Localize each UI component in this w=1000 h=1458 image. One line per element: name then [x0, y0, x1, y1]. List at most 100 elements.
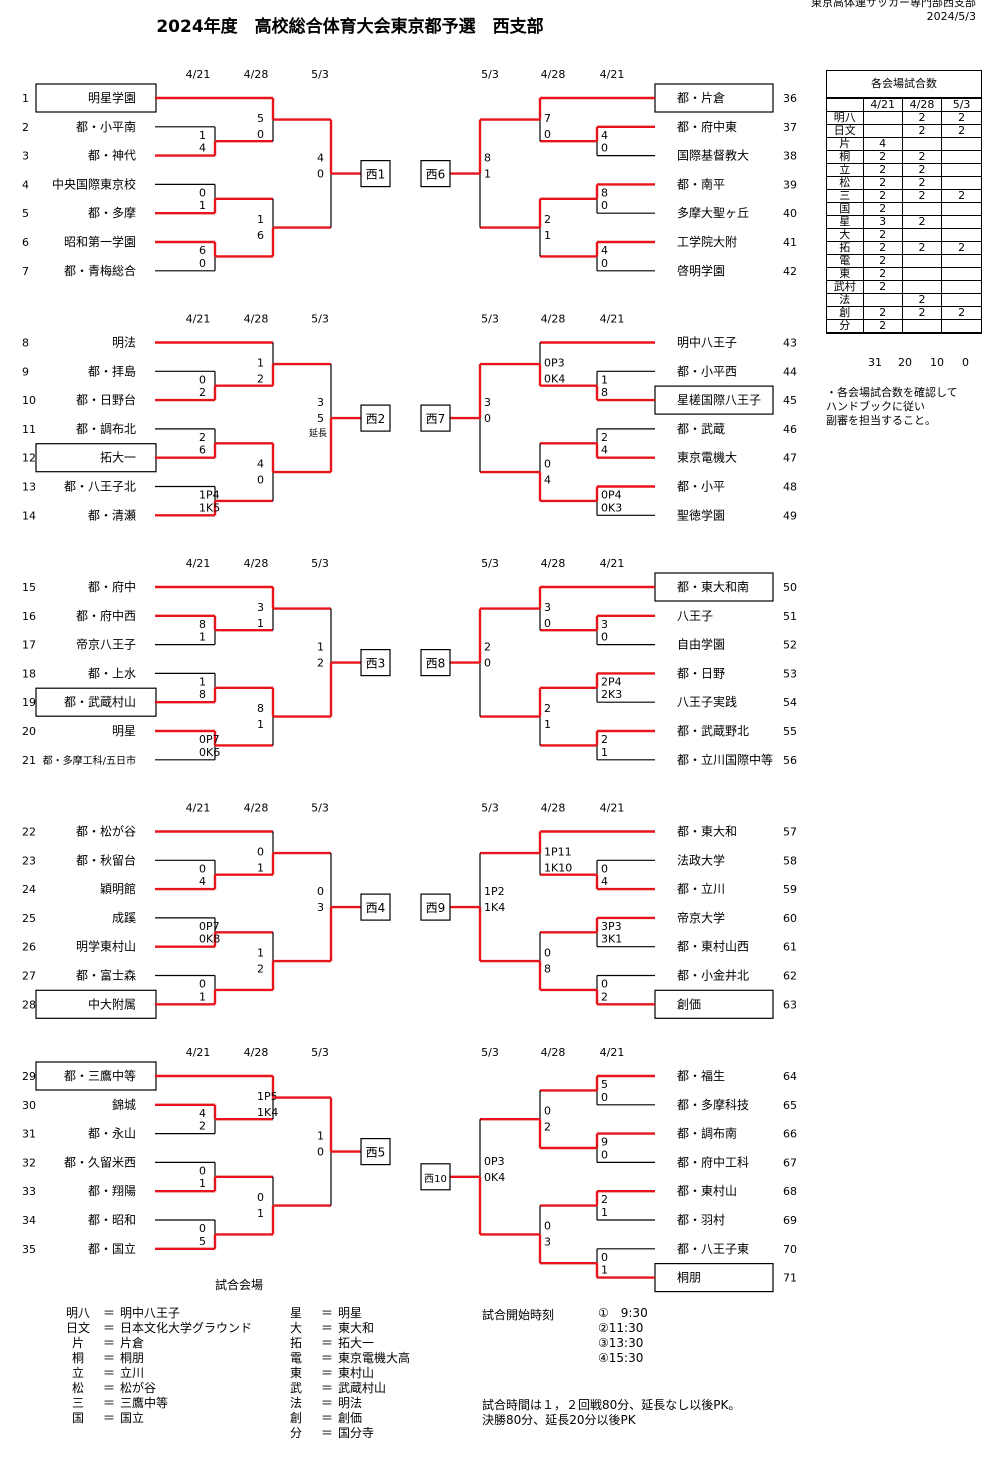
- round-date: 4/28: [541, 1046, 566, 1059]
- table-venue-cell: 明八: [827, 111, 864, 125]
- table-venue-cell: 桐: [827, 150, 864, 164]
- team-number: 10: [22, 394, 36, 407]
- score: 4: [317, 152, 324, 165]
- table-total: 10: [930, 356, 944, 369]
- score: 1: [199, 631, 206, 644]
- score: 1P4: [199, 489, 220, 502]
- table-venue-cell: 法: [827, 293, 864, 307]
- team-name: 都・拝島: [88, 363, 136, 378]
- score: 1: [199, 199, 206, 212]
- venue-equals: ＝: [320, 1396, 333, 1410]
- team-number: 26: [22, 941, 36, 954]
- venue-equals: ＝: [320, 1411, 333, 1425]
- venue-equals: ＝: [320, 1366, 333, 1380]
- score: 0: [601, 631, 608, 644]
- table-count-cell: 2: [862, 228, 903, 242]
- score: 5: [257, 112, 264, 125]
- venue-equals: ＝: [102, 1321, 115, 1335]
- team-name: 東京電機大: [677, 450, 737, 465]
- score: 0: [199, 1164, 206, 1177]
- table-count-cell: 2: [901, 189, 943, 203]
- block-box: [420, 893, 451, 921]
- venue-abbr: 明八: [65, 1306, 90, 1320]
- team-name: 国際基督教大: [677, 148, 749, 163]
- team-name: 多摩大聖ヶ丘: [677, 205, 749, 220]
- score: 2: [257, 962, 264, 975]
- team-number: 57: [783, 826, 797, 839]
- score: 0: [257, 846, 264, 859]
- score: 3: [544, 601, 551, 614]
- table-count-cell: 2: [901, 241, 943, 255]
- team-number: 9: [22, 365, 29, 378]
- venue-name: 明星: [338, 1306, 363, 1320]
- score: 0: [601, 862, 608, 875]
- note-line: 副審を担当すること。: [826, 414, 936, 427]
- venue-abbr: 拓: [289, 1336, 302, 1350]
- team-name: 工学院大附: [677, 234, 737, 249]
- team-number: 36: [783, 92, 797, 105]
- table-count-cell: 2: [901, 111, 943, 125]
- venue-name: 東大和: [338, 1321, 375, 1335]
- score: 4: [544, 473, 551, 486]
- score: 8: [257, 702, 264, 715]
- team-number: 58: [783, 854, 797, 867]
- team-number: 70: [783, 1243, 797, 1256]
- score: 0: [601, 1091, 608, 1104]
- score: 6: [199, 244, 206, 257]
- score: 3: [601, 618, 608, 631]
- venue-abbr: 電: [289, 1351, 302, 1365]
- score: 4: [199, 142, 206, 155]
- table-count-cell: 2: [941, 241, 981, 255]
- start-times-list: ① 9:30 ②11:30 ③13:30 ④15:30: [598, 1306, 648, 1366]
- team-name: 明法: [112, 336, 136, 350]
- team-number: 63: [783, 998, 797, 1011]
- team-name: 都・立川: [677, 881, 725, 896]
- team-name: 都・松が谷: [76, 824, 136, 839]
- round-date: 5/3: [481, 1046, 499, 1059]
- table-count-cell: [901, 319, 943, 333]
- team-name: 八王子: [677, 609, 713, 623]
- score: 0: [199, 1222, 206, 1235]
- table-count-cell: 4: [862, 137, 903, 151]
- venue-equals: ＝: [102, 1396, 115, 1410]
- team-number: 44: [783, 365, 797, 378]
- venue-legend-row: 創＝創価: [276, 1411, 410, 1426]
- venue-equals: ＝: [320, 1336, 333, 1350]
- table-count-cell: [941, 280, 981, 294]
- score: 2: [544, 1120, 551, 1133]
- team-name: 中大附属: [88, 996, 136, 1011]
- round-date: 4/28: [244, 1046, 269, 1059]
- score: 0K4: [544, 373, 565, 386]
- score: 2K3: [601, 688, 622, 701]
- table-count-cell: [901, 267, 943, 281]
- table-count-cell: 2: [862, 202, 903, 216]
- team-number: 8: [22, 337, 29, 350]
- team-name: 都・立川国際中等: [677, 752, 773, 767]
- team-number: 1: [22, 92, 29, 105]
- team-name: 都・福生: [677, 1068, 725, 1083]
- score: 3: [317, 396, 324, 409]
- score: 0P3: [484, 1155, 505, 1168]
- table-count-cell: [941, 176, 981, 190]
- table-venue-cell: 立: [827, 163, 864, 177]
- score: 1: [257, 213, 264, 226]
- table-total: 20: [898, 356, 912, 369]
- score: 0: [257, 128, 264, 141]
- venue-name: 片倉: [120, 1336, 145, 1350]
- score: 8: [544, 962, 551, 975]
- score: 1P11: [544, 846, 572, 859]
- venue-name: 国立: [120, 1411, 145, 1425]
- table-col-header: 4/28: [901, 98, 943, 112]
- table-count-cell: 2: [862, 176, 903, 190]
- score: 1: [257, 617, 264, 630]
- venue-legend-row: 分＝国分寺: [276, 1426, 410, 1441]
- score: 2: [601, 990, 608, 1003]
- venue-legend-row: 法＝明法: [276, 1396, 410, 1411]
- table-total: 31: [868, 356, 882, 369]
- score: 8: [601, 186, 608, 199]
- team-number: 42: [783, 265, 797, 278]
- score: 5: [317, 412, 324, 425]
- venue-equals: ＝: [320, 1351, 333, 1365]
- score: 0: [199, 186, 206, 199]
- score: 1: [544, 718, 551, 731]
